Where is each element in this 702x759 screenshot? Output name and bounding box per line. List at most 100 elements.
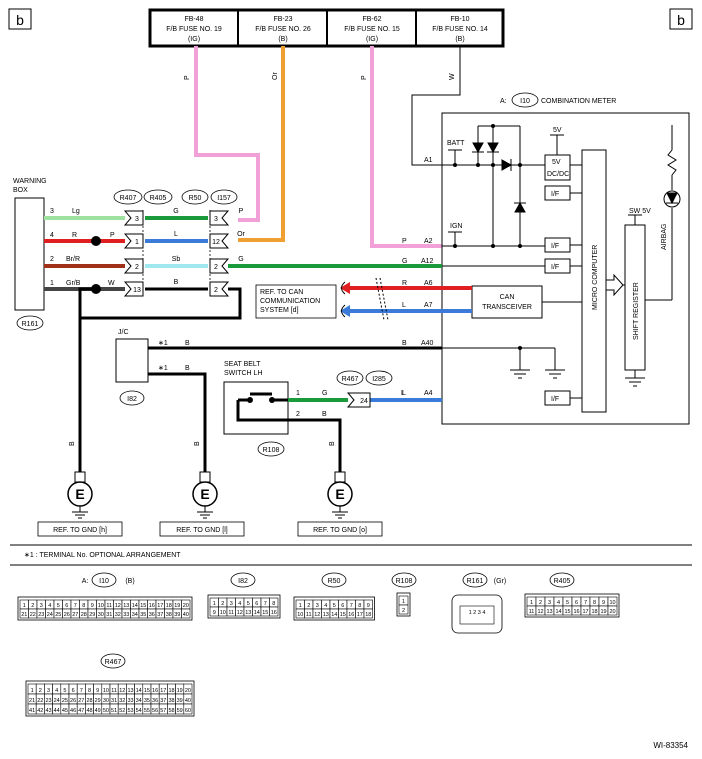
- svg-text:14: 14: [331, 612, 337, 618]
- svg-text:50: 50: [103, 708, 109, 714]
- junction-left-pin-4: 13: [133, 287, 141, 294]
- svg-text:55: 55: [144, 708, 150, 714]
- svg-text:7: 7: [264, 601, 267, 607]
- meter-micro-label: MICRO COMPUTER: [592, 245, 599, 310]
- svg-text:19: 19: [177, 688, 183, 694]
- seatbelt-pin-1: 1: [296, 390, 300, 397]
- wb-pin-1: 1: [50, 280, 54, 287]
- wire-b-return: [80, 287, 242, 320]
- svg-text:38: 38: [166, 612, 172, 618]
- svg-text:26: 26: [70, 698, 76, 704]
- svg-text:1: 1: [402, 599, 405, 605]
- svg-text:14: 14: [132, 603, 138, 609]
- svg-text:28: 28: [86, 698, 92, 704]
- seatbelt-color-g: G: [322, 390, 327, 397]
- corner-label-left: b: [16, 12, 24, 28]
- svg-text:8: 8: [82, 603, 85, 609]
- fuse-wire-color-2: Or: [272, 72, 279, 80]
- svg-text:6: 6: [65, 603, 68, 609]
- meter-pin-a40: A40: [421, 340, 434, 347]
- junction-mid-color-4: B: [174, 279, 179, 286]
- ground-symbol-2: E: [200, 486, 209, 502]
- junction-left-color-p: P: [110, 232, 115, 239]
- corner-badge-left: [8, 8, 32, 30]
- svg-text:12: 12: [115, 603, 121, 609]
- svg-text:29: 29: [89, 612, 95, 618]
- svg-text:58: 58: [168, 708, 174, 714]
- svg-text:9: 9: [602, 600, 605, 606]
- meter-connector: I10: [520, 98, 530, 105]
- svg-text:37: 37: [157, 612, 163, 618]
- fuse-state-3: (IG): [366, 36, 378, 43]
- svg-text:12: 12: [237, 610, 243, 616]
- fuse-name-2: F/B FUSE NO. 26: [255, 26, 311, 33]
- svg-text:28: 28: [81, 612, 87, 618]
- svg-text:3: 3: [230, 601, 233, 607]
- meter-dcdc-label: DC/DC: [547, 171, 569, 178]
- svg-text:12: 12: [314, 612, 320, 618]
- can-ref-box: [255, 284, 337, 319]
- svg-text:32: 32: [119, 698, 125, 704]
- svg-text:34: 34: [136, 698, 142, 704]
- conn-view-i82: I82: [238, 578, 248, 585]
- svg-text:29: 29: [95, 698, 101, 704]
- meter-airbag-label: AIRBAG: [661, 224, 668, 250]
- svg-text:41: 41: [29, 708, 35, 714]
- svg-text:10: 10: [297, 612, 303, 618]
- svg-text:8: 8: [88, 688, 91, 694]
- meter-wire-b: B: [402, 340, 407, 347]
- meter-ign-label: IGN: [450, 223, 462, 230]
- svg-text:14: 14: [136, 688, 142, 694]
- ground-symbol-1: E: [75, 486, 84, 502]
- svg-text:19: 19: [174, 603, 180, 609]
- gnd-ref-l: REF. TO GND [l]: [176, 527, 228, 534]
- svg-text:4: 4: [238, 601, 241, 607]
- svg-text:30: 30: [98, 612, 104, 618]
- svg-text:6: 6: [341, 603, 344, 609]
- svg-text:5: 5: [566, 600, 569, 606]
- combination-meter-box: [441, 112, 690, 425]
- ground-symbol-3: E: [335, 486, 344, 502]
- svg-text:59: 59: [177, 708, 183, 714]
- svg-text:1: 1: [299, 603, 302, 609]
- junction-left-pin-2: 1: [135, 239, 139, 246]
- jc-star-2: ∗1: [158, 365, 168, 372]
- meter-pin-a6: A6: [424, 280, 433, 287]
- svg-text:7: 7: [74, 603, 77, 609]
- svg-text:17: 17: [160, 688, 166, 694]
- meter-wire-r: R: [402, 280, 407, 287]
- warning-box-title-2: BOX: [13, 187, 28, 194]
- gnd-ref-h: REF. TO GND [h]: [53, 527, 107, 534]
- wire-jc-gnd: [148, 372, 207, 475]
- junction-right-color-1: P: [239, 208, 244, 215]
- svg-text:27: 27: [78, 698, 84, 704]
- svg-text:2: 2: [402, 608, 405, 614]
- jc-wire-2: B: [185, 365, 190, 372]
- svg-text:9: 9: [91, 603, 94, 609]
- svg-text:17: 17: [357, 612, 363, 618]
- svg-text:16: 16: [348, 612, 354, 618]
- meter-wire-g: G: [402, 258, 407, 265]
- svg-text:4: 4: [48, 603, 51, 609]
- fuse-state-4: (B): [455, 36, 464, 43]
- svg-text:1: 1: [530, 600, 533, 606]
- svg-text:13: 13: [323, 612, 329, 618]
- fuse-wire-color-1: P: [184, 75, 191, 80]
- meter-if-2: I/F: [551, 243, 559, 250]
- svg-text:33: 33: [127, 698, 133, 704]
- meter-batt-label: BATT: [447, 140, 465, 147]
- svg-text:19: 19: [600, 609, 606, 615]
- junction-mid-color-1: G: [173, 208, 178, 215]
- svg-text:33: 33: [123, 612, 129, 618]
- can-ref-line-3: SYSTEM [d]: [260, 307, 299, 314]
- svg-text:16: 16: [152, 688, 158, 694]
- svg-text:11: 11: [111, 688, 117, 694]
- gnd-wire-label-1: B: [69, 441, 76, 446]
- svg-text:15: 15: [140, 603, 146, 609]
- wire-orange-fb23: [238, 46, 285, 242]
- svg-text:20: 20: [183, 603, 189, 609]
- svg-text:10: 10: [609, 600, 615, 606]
